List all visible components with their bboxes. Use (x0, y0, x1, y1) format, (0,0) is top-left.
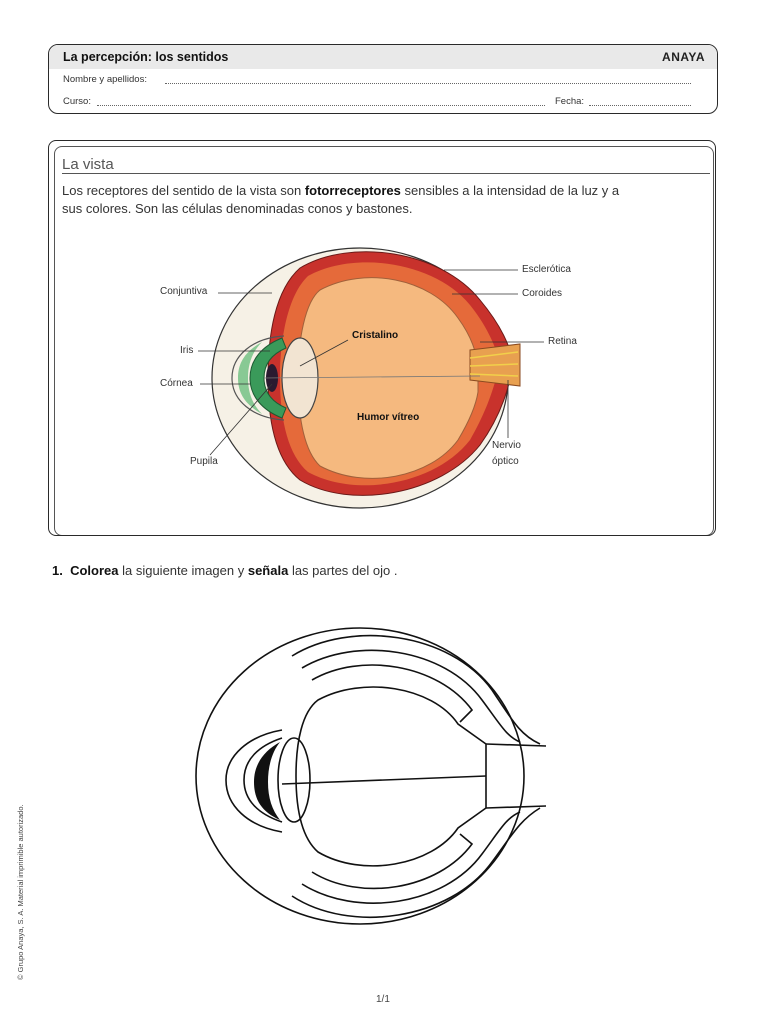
copyright-notice: © Grupo Anaya, S. A. Material imprimible… (16, 804, 25, 980)
outline-sclera-lower (292, 808, 540, 917)
outline-choroid (302, 650, 520, 742)
outline-choroid-lower (302, 812, 520, 903)
outline-retina-lower (312, 834, 472, 888)
outline-optic-nerve (486, 744, 546, 808)
outline-lens (278, 738, 310, 822)
outline-pupil-iris (254, 742, 280, 820)
page-number: 1/1 (376, 994, 390, 1005)
outline-axis (282, 776, 486, 784)
